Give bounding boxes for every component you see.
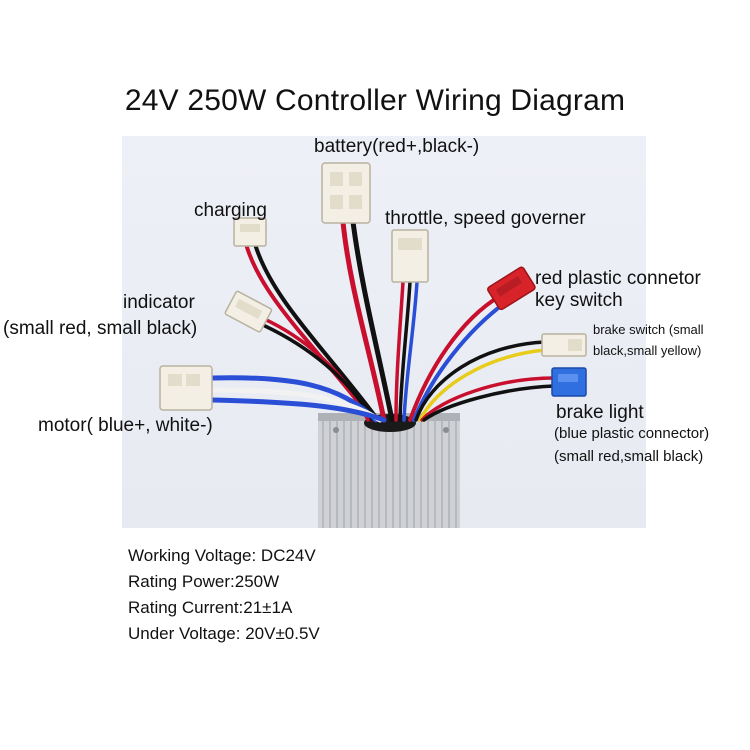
motor-label: motor( blue+, white-) <box>38 415 213 436</box>
specs-list: Working Voltage: DC24V Rating Power:250W… <box>128 543 320 647</box>
throttle-wire-blue <box>402 280 419 422</box>
indicator-sub-label: (small red, small black) <box>3 318 198 339</box>
charging-label: charging <box>194 200 267 221</box>
brake-light-blue-connector <box>551 367 587 397</box>
indicator-wire-black <box>263 324 374 422</box>
wire-bundle <box>209 219 556 423</box>
charging-wire-black <box>253 242 380 422</box>
throttle-connector <box>391 229 429 283</box>
key-switch-label: key switch <box>535 290 623 311</box>
brake-light-wire-red <box>420 376 556 422</box>
brake-light-label: brake light <box>556 402 644 423</box>
key-switch-wire-blue <box>412 300 508 422</box>
indicator-connector <box>224 290 273 333</box>
motor-wire-blue-2 <box>209 397 387 423</box>
red-plastic-connector-label: red plastic connetor <box>535 268 701 289</box>
battery-wire-black <box>350 219 395 423</box>
indicator-label: indicator <box>123 292 195 313</box>
spec-under-voltage: Under Voltage: 20V±0.5V <box>128 624 320 643</box>
spec-working-voltage: Working Voltage: DC24V <box>128 546 316 565</box>
charging-connector <box>233 217 267 247</box>
spec-rating-current: Rating Current:21±1A <box>128 598 293 617</box>
brake-switch-sub-label: black,small yellow) <box>593 343 702 358</box>
throttle-wire-black <box>398 280 412 422</box>
brake-switch-connector <box>541 333 587 357</box>
brake-switch-wire-black <box>414 340 547 422</box>
brake-light-wire-black <box>422 384 556 422</box>
brake-light-sub-label-2: (small red,small black) <box>554 448 704 465</box>
battery-wire-red <box>340 219 387 423</box>
battery-connector <box>321 162 371 224</box>
spec-rating-power: Rating Power:250W <box>128 572 280 591</box>
motor-connector <box>159 365 213 411</box>
diagram-title: 24V 250W Controller Wiring Diagram <box>124 84 626 117</box>
throttle-label: throttle, speed governer <box>385 208 586 229</box>
key-switch-wire-red <box>408 294 502 422</box>
throttle-wire-red <box>394 280 405 422</box>
brake-switch-label: brake switch (small <box>593 322 704 337</box>
brake-switch-wire-yellow <box>418 348 547 422</box>
brake-light-sub-label-1: (blue plastic connector) <box>554 425 710 442</box>
battery-label: battery(red+,black-) <box>314 136 480 157</box>
key-switch-red-connector <box>487 266 536 311</box>
controller-housing <box>318 413 460 528</box>
